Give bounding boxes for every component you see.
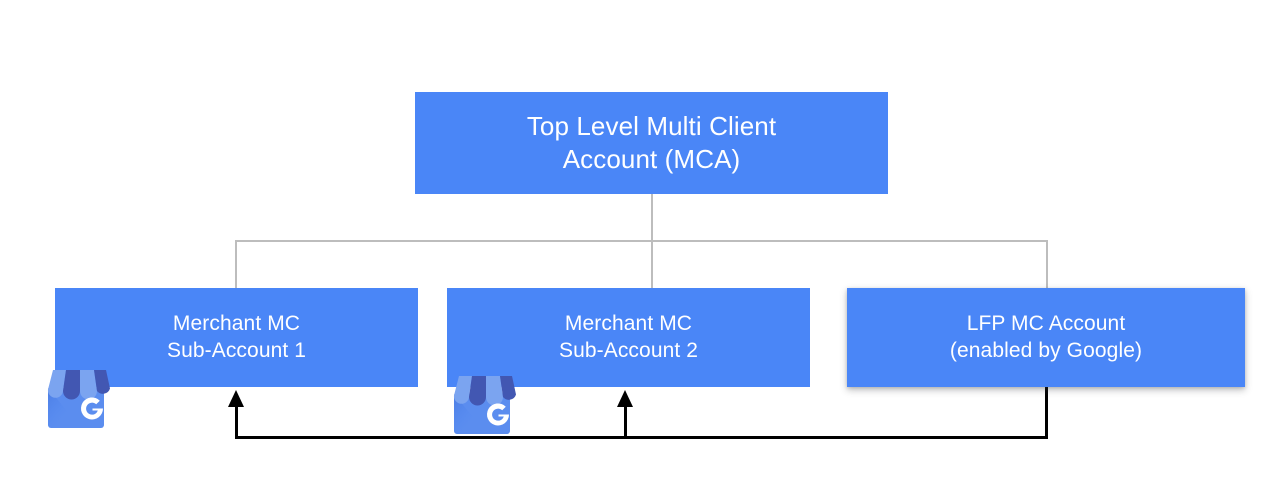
google-business-profile-icon [453, 376, 516, 434]
node-sub1-line2: Sub-Account 1 [166, 338, 307, 362]
flow-from-lfp [1045, 387, 1048, 439]
node-lfp-mc-account[interactable]: LFP MC Account (enabled by Google) [847, 288, 1245, 387]
node-lfp-line1: LFP MC Account [966, 311, 1126, 335]
node-top-line1: Top Level Multi Client [526, 110, 777, 141]
connector-drop-sub2 [651, 240, 653, 290]
flow-to-sub2 [624, 400, 627, 439]
connector-drop-sub1 [235, 240, 237, 290]
connector-horizontal-bus [235, 240, 1048, 242]
node-merchant-sub-account-1[interactable]: Merchant MC Sub-Account 1 [55, 288, 418, 387]
node-sub1-label: Merchant MC Sub-Account 1 [167, 311, 306, 365]
node-lfp-line2: (enabled by Google) [949, 338, 1143, 362]
flow-horizontal-bus [235, 436, 1048, 439]
node-sub2-line1: Merchant MC [564, 311, 693, 335]
connector-drop-lfp [1046, 240, 1048, 290]
node-sub2-line2: Sub-Account 2 [558, 338, 699, 362]
node-sub1-line1: Merchant MC [172, 311, 301, 335]
node-lfp-label: LFP MC Account (enabled by Google) [950, 311, 1142, 365]
node-sub2-label: Merchant MC Sub-Account 2 [559, 311, 698, 365]
node-top-level-mca[interactable]: Top Level Multi Client Account (MCA) [415, 92, 888, 194]
google-business-profile-icon [47, 370, 110, 428]
arrowhead-up-icon [617, 390, 633, 407]
node-top-label: Top Level Multi Client Account (MCA) [527, 110, 776, 177]
arrowhead-up-icon [228, 390, 244, 407]
node-merchant-sub-account-2[interactable]: Merchant MC Sub-Account 2 [447, 288, 810, 387]
connector-top-stem [651, 194, 653, 242]
node-top-line2: Account (MCA) [562, 144, 741, 174]
flow-to-sub1 [235, 400, 238, 439]
